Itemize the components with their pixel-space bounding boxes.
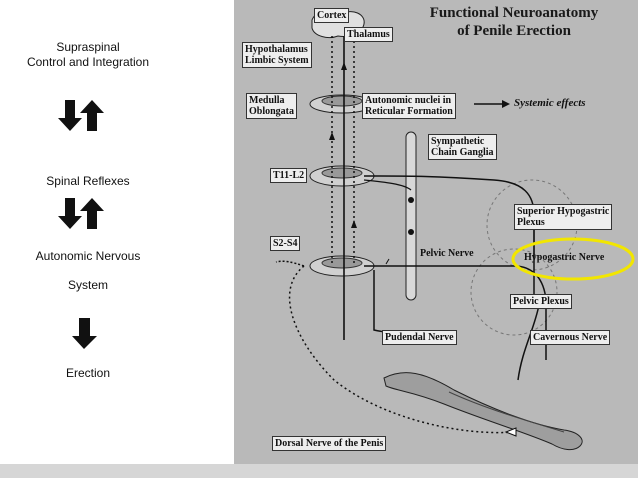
bidirectional-arrows-2: [58, 198, 104, 229]
diagram-title: Functional Neuroanatomy of Penile Erecti…: [394, 4, 634, 40]
medulla-section: [309, 94, 375, 114]
autonomic-label-2: System: [67, 278, 108, 292]
arrow-up-icon: [80, 198, 104, 229]
bottom-strip: [0, 464, 638, 478]
autonomic-nuclei-label: Autonomic nuclei in Reticular Formation: [362, 93, 456, 119]
hypothalamus-line-1: Hypothalamus: [245, 44, 308, 55]
arrow-down-icon: [72, 318, 97, 349]
s2-s4-label: S2-S4: [270, 236, 301, 251]
penis-shape: [383, 372, 583, 451]
thalamus-label: Thalamus: [344, 27, 393, 42]
hypothalamus-label: Hypothalamus Limbic System: [242, 42, 312, 68]
arrow-up-icon: [80, 100, 104, 131]
down-arrow: [72, 318, 97, 349]
neuroanatomy-diagram: Functional Neuroanatomy of Penile Erecti…: [234, 0, 638, 464]
title-line-1: Functional Neuroanatomy: [429, 5, 599, 21]
sympathetic-line-2: Chain Ganglia: [431, 147, 494, 158]
medulla-line-1: Medulla: [249, 95, 285, 106]
autonomic-nuclei-line-1: Autonomic nuclei in: [365, 95, 452, 106]
flow-panel: Supraspinal Control and Integration Spin…: [0, 0, 234, 464]
hypothalamus-line-2: Limbic System: [245, 55, 309, 66]
bidirectional-arrows-1: [58, 100, 104, 131]
systemic-effects-label: Systemic effects: [514, 97, 586, 109]
autonomic-label-1: Autonomic Nervous: [35, 249, 141, 263]
pelvic-plexus-region: [470, 248, 558, 336]
supraspinal-line-2: Control and Integration: [26, 55, 150, 69]
pelvic-plexus-label: Pelvic Plexus: [510, 294, 572, 309]
diagram-drawing: [275, 10, 583, 451]
sympathetic-chain: [405, 131, 417, 301]
highlight-ellipse: [511, 237, 635, 281]
erection-label: Erection: [65, 366, 111, 380]
hypogastric-nerve-label: Hypogastric Nerve: [524, 252, 605, 263]
sympathetic-line-1: Sympathetic: [431, 136, 485, 147]
t11-fiber-2: [363, 179, 412, 191]
cavernous-nerve-label: Cavernous Nerve: [530, 330, 611, 345]
medulla-line-2: Oblongata: [249, 106, 295, 117]
arrow-down-icon: [58, 100, 82, 131]
arrow-down-icon: [58, 198, 82, 229]
dorsal-nerve-label: Dorsal Nerve of the Penis: [272, 436, 387, 451]
supraspinal-label: Supraspinal Control and Integration: [0, 40, 176, 70]
title-line-2: of Penile Erection: [457, 23, 571, 39]
superior-hypogastric-label: Superior Hypogastric Plexus: [514, 204, 613, 230]
cavernous-line: [517, 304, 540, 381]
pudendal-nerve-label: Pudendal Nerve: [382, 330, 457, 345]
t11-fiber: [363, 175, 535, 300]
cortex-label: Cortex: [314, 8, 350, 23]
medulla-label: Medulla Oblongata: [246, 93, 298, 119]
superior-hypogastric-line-2: Plexus: [517, 217, 545, 228]
pelvic-nerve-label: Pelvic Nerve: [420, 248, 474, 259]
autonomic-nuclei-line-2: Reticular Formation: [365, 106, 453, 117]
superior-hypogastric-line-1: Superior Hypogastric: [517, 206, 610, 217]
dorsal-afferent: [288, 265, 515, 434]
s2-section: [309, 255, 375, 277]
supraspinal-line-1: Supraspinal: [56, 40, 120, 54]
sympathetic-label: Sympathetic Chain Ganglia: [428, 134, 497, 160]
t11-l2-label: T11-L2: [270, 168, 308, 183]
spinal-reflexes-label: Spinal Reflexes: [46, 174, 130, 188]
